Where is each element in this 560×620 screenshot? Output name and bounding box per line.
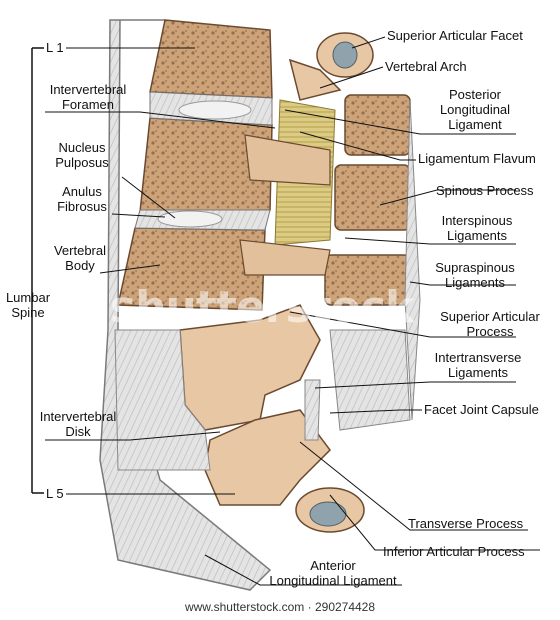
posterior-elements	[239, 32, 421, 421]
label-intertransverse-ligaments: Intertransverse Ligaments	[434, 350, 522, 380]
label-intervertebral-foramen: Intervertebral Foramen	[49, 82, 127, 112]
label-vertebral-arch: Vertebral Arch	[385, 59, 467, 74]
intervertebral-disks	[134, 91, 273, 231]
label-posterior-longitudinal-ligament: Posterior Longitudinal Ligament	[439, 87, 511, 132]
label-intervertebral-disk: Intervertebral Disk	[39, 409, 117, 439]
label-supraspinous-ligaments: Supraspinous Ligaments	[435, 260, 515, 290]
label-facet-joint-capsule: Facet Joint Capsule	[424, 402, 539, 417]
lumbar-bracket	[31, 47, 44, 494]
label-inferior-articular-process: Inferior Articular Process	[383, 544, 525, 559]
label-transverse-process: Transverse Process	[408, 516, 524, 531]
label-lumbar-spine: Lumbar Spine	[5, 290, 51, 320]
label-anterior-longitudinal-ligament: Anterior Longitudinal Ligament	[269, 558, 397, 588]
lower-vertebrae	[114, 304, 411, 533]
label-l1: L 1	[46, 40, 64, 55]
label-superior-articular-process: Superior Articular Process	[440, 309, 540, 339]
leader-lines	[45, 36, 540, 586]
image-credit: www.shutterstock.com · 290274428	[184, 600, 376, 614]
label-l5: L 5	[46, 486, 64, 501]
vertebral-bodies	[117, 19, 273, 311]
label-vertebral-body: Vertebral Body	[53, 243, 107, 273]
label-nucleus-pulposus: Nucleus Pulposus	[55, 140, 109, 170]
watermark: shutterstock	[110, 282, 414, 333]
label-anulus-fibrosus: Anulus Fibrosus	[57, 184, 107, 214]
label-interspinous-ligaments: Interspinous Ligaments	[441, 213, 513, 243]
label-spinous-process: Spinous Process	[436, 183, 534, 198]
label-ligamentum-flavum: Ligamentum Flavum	[418, 151, 536, 166]
label-superior-articular-facet: Superior Articular Facet	[387, 28, 523, 43]
